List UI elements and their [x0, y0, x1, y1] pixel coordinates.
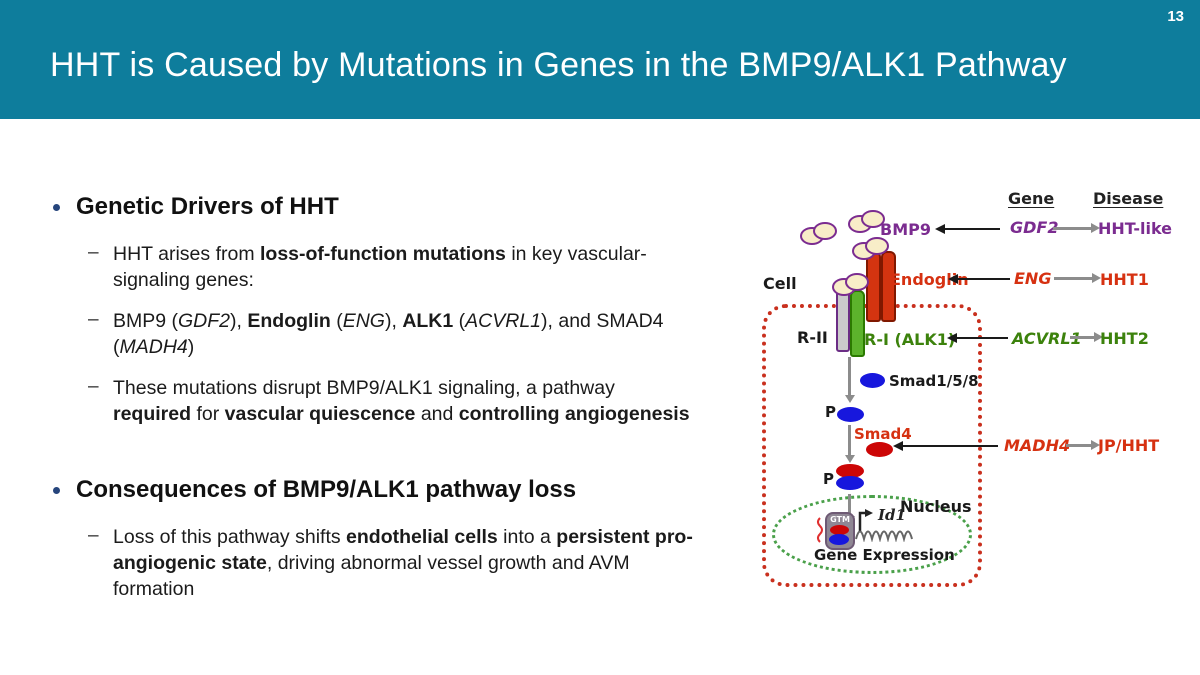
gene-eng: ENG — [1014, 269, 1052, 288]
section-heading-row: Consequences of BMP9/ALK1 pathway loss — [48, 476, 728, 504]
title-bar: 13 HHT is Caused by Mutations in Genes i… — [0, 0, 1200, 119]
disease-jp-hht: JP/HHT — [1098, 436, 1160, 455]
bullet-item: – These mutations disrupt BMP9/ALK1 sign… — [88, 375, 728, 427]
transcription-start-arrow-icon — [857, 507, 874, 531]
nucleus-envelope — [772, 495, 972, 574]
r1-alk1-receptor-rod — [850, 290, 865, 357]
bmp9-label: BMP9 — [880, 220, 931, 239]
arrow-eng-to-endoglin — [948, 274, 1010, 284]
bullet-list: – HHT arises from loss-of-function mutat… — [88, 241, 728, 427]
signal-arrow-down — [845, 357, 855, 403]
phospho-smad-oval — [837, 407, 864, 422]
ligand-blob — [845, 273, 869, 291]
page-number: 13 — [1167, 8, 1184, 25]
arrow-madh4-to-smad4 — [893, 441, 998, 451]
cell-label: Cell — [763, 274, 797, 293]
bullet-item: – Loss of this pathway shifts endothelia… — [88, 524, 728, 602]
phospho-label: P — [823, 470, 834, 488]
endoglin-receptor-rod — [881, 251, 896, 322]
gene-gdf2: GDF2 — [1010, 218, 1059, 237]
ligand-blob — [861, 210, 885, 228]
complex-smad-oval — [836, 476, 864, 490]
dna-coil-icon — [854, 524, 914, 543]
disease-hht1: HHT1 — [1100, 270, 1149, 289]
bullet-item: – HHT arises from loss-of-function mutat… — [88, 241, 728, 293]
bmp9-ligand — [852, 237, 890, 261]
complex-smad4-oval — [836, 464, 864, 478]
gene-acvrl1: ACVRL1 — [1012, 329, 1082, 348]
gene-column-header: Gene — [1008, 189, 1055, 208]
disease-hht-like: HHT-like — [1098, 219, 1173, 238]
smad158-label: Smad1/5/8 — [889, 372, 979, 390]
r1-label: R-I (ALK1) — [864, 330, 956, 349]
gtm-label: GTM — [830, 515, 850, 524]
bullet-text: Loss of this pathway shifts endothelial … — [113, 526, 693, 600]
arrow-acvrl1-to-disease — [1070, 332, 1103, 342]
arrow-gdf2-to-bmp9 — [935, 224, 1000, 234]
section-heading: Consequences of BMP9/ALK1 pathway loss — [76, 476, 577, 503]
bullet-icon — [53, 487, 60, 494]
dash-icon: – — [88, 376, 99, 397]
ligand-blob — [865, 237, 889, 255]
bullet-list: – Loss of this pathway shifts endothelia… — [88, 524, 728, 602]
disease-column-header: Disease — [1093, 189, 1164, 208]
gtm-red-oval — [830, 525, 849, 535]
slide-title: HHT is Caused by Mutations in Genes in t… — [50, 46, 1067, 84]
arrow-acvrl1-to-alk1 — [947, 333, 1008, 343]
dash-icon: – — [88, 525, 99, 546]
bullet-icon — [53, 204, 60, 211]
gene-expression-label: Gene Expression — [814, 546, 955, 564]
bullet-text: These mutations disrupt BMP9/ALK1 signal… — [113, 377, 690, 425]
section-genetic-drivers: Genetic Drivers of HHT – HHT arises from… — [48, 193, 728, 427]
r2-receptor-rod — [836, 288, 850, 352]
arrow-gdf2-to-disease — [1053, 223, 1100, 233]
bullet-text: BMP9 (GDF2), Endoglin (ENG), ALK1 (ACVRL… — [113, 310, 664, 358]
section-heading: Genetic Drivers of HHT — [76, 193, 339, 220]
ligand-blob — [813, 222, 837, 240]
section-heading-row: Genetic Drivers of HHT — [48, 193, 728, 221]
red-squiggle-icon — [816, 517, 824, 543]
smad4-label: Smad4 — [854, 425, 912, 443]
pathway-diagram: Gene Disease Cell Nucleus BMP9 Endoglin … — [740, 185, 1200, 630]
phospho-label: P — [825, 403, 836, 421]
arrow-madh4-to-disease — [1066, 440, 1100, 450]
disease-hht2: HHT2 — [1100, 329, 1149, 348]
signal-arrow-down — [845, 425, 855, 463]
gtm-blue-oval — [829, 534, 849, 545]
arrow-eng-to-disease — [1054, 273, 1101, 283]
nucleus-label: Nucleus — [900, 497, 972, 516]
gtm-transcription-complex: GTM — [825, 512, 855, 550]
smad4-oval — [866, 442, 893, 457]
bmp9-ligand — [832, 273, 870, 297]
id1-gene-label: Id1 — [878, 506, 906, 524]
dash-icon: – — [88, 309, 99, 330]
gene-madh4: MADH4 — [1004, 436, 1071, 455]
smad158-oval — [860, 373, 885, 388]
bmp9-ligand — [848, 210, 886, 234]
bmp9-ligand — [800, 222, 838, 246]
section-consequences: Consequences of BMP9/ALK1 pathway loss –… — [48, 476, 728, 602]
bullet-item: – BMP9 (GDF2), Endoglin (ENG), ALK1 (ACV… — [88, 308, 728, 360]
bullet-text: HHT arises from loss-of-function mutatio… — [113, 243, 647, 291]
dash-icon: – — [88, 242, 99, 263]
r2-label: R-II — [797, 328, 828, 347]
